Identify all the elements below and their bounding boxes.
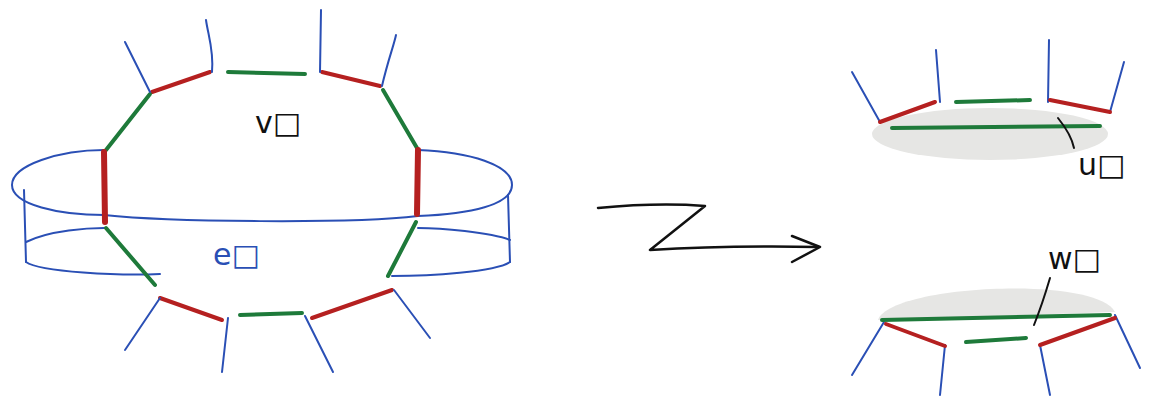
stroke	[240, 313, 302, 315]
stroke	[418, 228, 510, 240]
stroke	[104, 152, 105, 222]
stroke	[1050, 100, 1110, 112]
stroke	[598, 205, 818, 250]
stroke	[1115, 315, 1140, 368]
stroke	[206, 20, 212, 72]
stroke	[1040, 318, 1115, 345]
stroke	[322, 72, 380, 86]
stroke	[882, 315, 1110, 320]
face-label: u□	[1078, 150, 1125, 180]
stroke	[388, 222, 416, 276]
stroke	[312, 290, 392, 318]
stroke	[1048, 40, 1049, 102]
stroke	[24, 190, 26, 262]
stroke	[26, 228, 104, 242]
stroke	[228, 72, 305, 74]
stroke	[12, 150, 104, 215]
stroke	[792, 236, 820, 262]
edge-label: e□	[213, 240, 260, 270]
face-boundary	[104, 72, 418, 320]
stroke	[104, 215, 418, 221]
stroke	[305, 316, 333, 372]
stroke	[418, 150, 512, 216]
stroke	[1110, 62, 1124, 112]
stroke	[106, 228, 155, 285]
stroke	[222, 318, 228, 372]
face-label: w□	[1048, 244, 1101, 274]
stroke	[152, 72, 210, 92]
stroke	[852, 72, 880, 122]
stroke	[880, 100, 1110, 128]
stroke	[882, 315, 1115, 346]
stroke	[106, 94, 150, 150]
stroke	[160, 298, 222, 320]
stroke	[872, 108, 1108, 160]
stroke	[383, 90, 417, 148]
stroke	[936, 50, 940, 102]
edges-stubs	[125, 10, 430, 372]
stroke	[880, 102, 935, 122]
stroke	[1058, 118, 1074, 148]
stroke	[125, 42, 150, 92]
stroke	[394, 290, 430, 338]
stroke	[852, 315, 1140, 395]
band	[12, 150, 512, 276]
stroke	[320, 10, 321, 72]
stroke	[125, 298, 160, 350]
stroke	[382, 35, 396, 86]
stroke	[966, 338, 1026, 342]
stroke	[1034, 278, 1050, 325]
stroke	[886, 324, 945, 346]
piece-w	[852, 278, 1140, 395]
stroke	[417, 150, 418, 214]
stroke	[940, 345, 945, 395]
stroke	[852, 322, 884, 375]
stroke	[892, 126, 1100, 128]
stroke	[392, 262, 510, 276]
arrow	[598, 205, 820, 262]
stroke	[956, 100, 1030, 102]
stroke	[1040, 345, 1050, 395]
stroke	[852, 40, 1124, 122]
stroke	[508, 195, 510, 262]
face-label: v□	[255, 108, 301, 138]
stroke	[878, 289, 1115, 320]
piece-u	[852, 40, 1124, 160]
